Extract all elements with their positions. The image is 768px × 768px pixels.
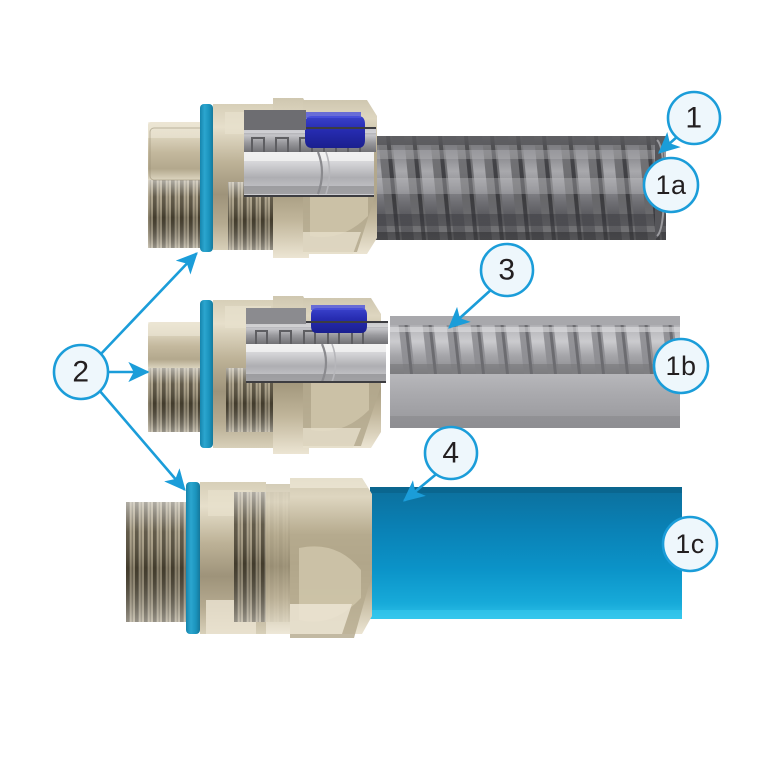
- assembly-row1: [148, 98, 666, 258]
- assembly-row2: [148, 296, 680, 454]
- assembly-row3: [126, 478, 682, 638]
- callout-1a[interactable]: 1a: [642, 156, 700, 214]
- callout-1c-label: 1c: [675, 529, 705, 559]
- connector-body-row3: [200, 478, 372, 638]
- callout-1[interactable]: 1: [666, 90, 722, 146]
- callout-3-label: 3: [498, 254, 515, 287]
- callout-4[interactable]: 4: [423, 425, 479, 481]
- callout-1b[interactable]: 1b: [652, 337, 710, 395]
- callout-2-label: 2: [72, 356, 89, 389]
- cutaway-interior-row1: [244, 110, 376, 197]
- callout-1b-label: 1b: [665, 351, 696, 381]
- callout-1-label: 1: [685, 102, 702, 135]
- threaded-nipple-row2: [148, 322, 210, 432]
- hose-corrugation-row2: [390, 316, 680, 374]
- threaded-nipple-row3: [126, 502, 192, 622]
- callout-4-label: 4: [442, 437, 459, 470]
- cutaway-interior-row2: [246, 305, 388, 383]
- callout-1c[interactable]: 1c: [661, 515, 719, 573]
- callout-2[interactable]: 2: [52, 343, 110, 401]
- teal-gasket-row3: [186, 482, 200, 634]
- callout-3[interactable]: 3: [479, 242, 535, 298]
- corrugated-metal-hose-row1: [370, 136, 666, 240]
- leader-lines: [97, 131, 681, 502]
- blue-seal-row2: [311, 308, 367, 333]
- teal-gasket-row2: [200, 300, 213, 448]
- callout-1a-label: 1a: [655, 170, 687, 200]
- teal-gasket-row1: [200, 104, 213, 252]
- blue-seal-row1: [305, 116, 365, 148]
- teal-smooth-hose-row3: [370, 487, 682, 619]
